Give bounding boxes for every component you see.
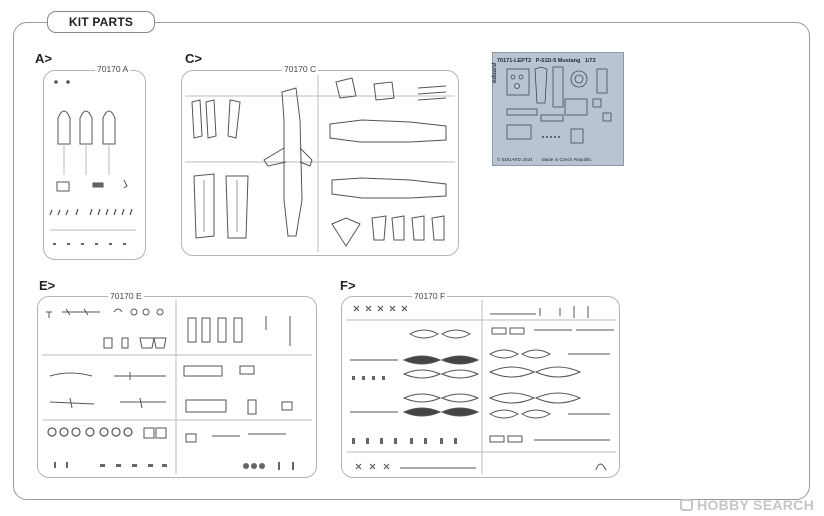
pe-footer: © EDUARD 2024 Made in Czech Republic	[497, 157, 600, 162]
sprue-f-code: 70170 F	[412, 291, 448, 301]
pe-aircraft-name: P-51D-5 Mustang	[535, 58, 581, 64]
sprue-c-code: 70170 C	[282, 64, 319, 74]
section-c-label: C>	[185, 51, 202, 66]
sprue-e	[37, 296, 317, 478]
sprue-e-code: 70170 E	[108, 291, 144, 301]
sprue-f	[341, 296, 620, 478]
hobby-search-logo-icon	[680, 499, 694, 511]
photo-etch-fret: 70171-LEPT2 P-51D-5 Mustang 1/72 eduard …	[492, 52, 624, 166]
pe-scale: 1/72	[584, 58, 596, 64]
section-e-label: E>	[39, 278, 56, 293]
kit-parts-frame	[13, 22, 810, 500]
pe-detail-art	[506, 66, 612, 144]
sprue-e-parts	[42, 300, 312, 474]
pe-part-number: 70171-LEPT2	[497, 58, 532, 64]
hobby-search-watermark: HOBBY SEARCH	[680, 497, 814, 513]
sprue-f-parts	[346, 300, 616, 474]
watermark-text: HOBBY SEARCH	[697, 497, 814, 513]
section-f-label: F>	[340, 278, 356, 293]
pe-copyright: © EDUARD 2024	[497, 157, 533, 162]
pe-origin: Made in Czech Republic	[541, 157, 592, 162]
pe-header: 70171-LEPT2 P-51D-5 Mustang 1/72	[497, 58, 599, 64]
sprue-a	[43, 70, 146, 260]
kit-parts-title: KIT PARTS	[47, 11, 155, 33]
sprue-a-parts	[49, 80, 136, 245]
section-a-label: A>	[35, 51, 52, 66]
sprue-c-parts	[185, 75, 455, 252]
sprue-a-code: 70170 A	[95, 64, 131, 74]
